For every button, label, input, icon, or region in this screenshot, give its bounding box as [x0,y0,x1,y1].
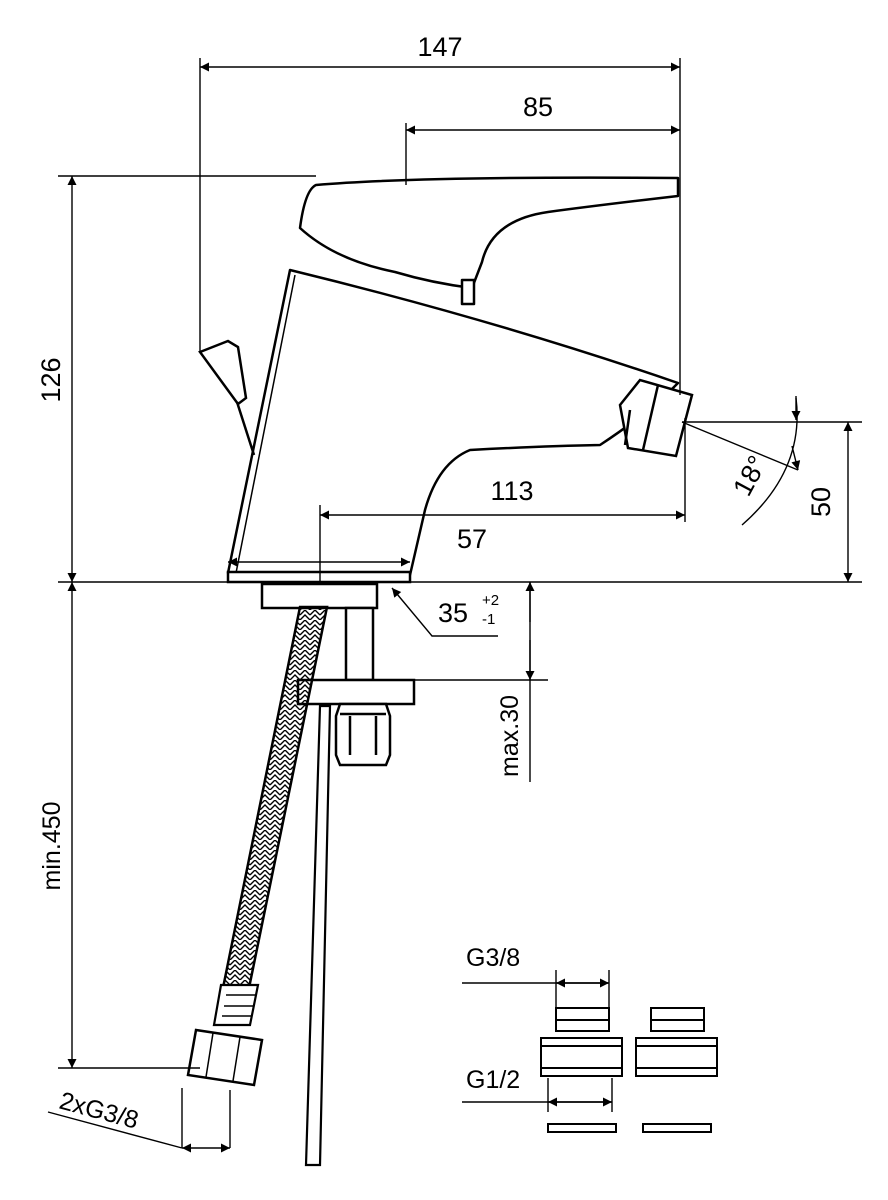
hose [186,605,329,1087]
dim-147: 147 [417,32,462,62]
dim-2xg38: 2xG3/8 [56,1087,141,1135]
spout-aerator [618,378,694,458]
dim-35: 35 [438,598,468,628]
rigid-pipe [304,704,332,1167]
dim-35-tol-minus: -1 [482,611,495,628]
popup-rod [198,339,256,456]
mounting-assembly [226,570,416,767]
adapter-fitting-left [540,1007,623,1133]
adapter-fitting-right [635,1007,718,1133]
dim-g38: G3/8 [466,944,520,972]
dim-18-degree: 18° [727,451,773,501]
dim-113: 113 [490,476,533,506]
dim-85: 85 [523,92,553,122]
faucet-body [226,268,680,577]
dim-126: 126 [36,357,66,402]
dim-50: 50 [806,487,836,517]
dimension-lines [47,58,862,1153]
dim-g12: G1/2 [466,1066,520,1094]
dim-min450: min.450 [38,802,66,891]
dim-35-tol-plus: +2 [482,592,499,609]
dim-max30: max.30 [496,695,524,777]
dim-57: 57 [457,524,487,554]
lever-handle [298,176,680,306]
